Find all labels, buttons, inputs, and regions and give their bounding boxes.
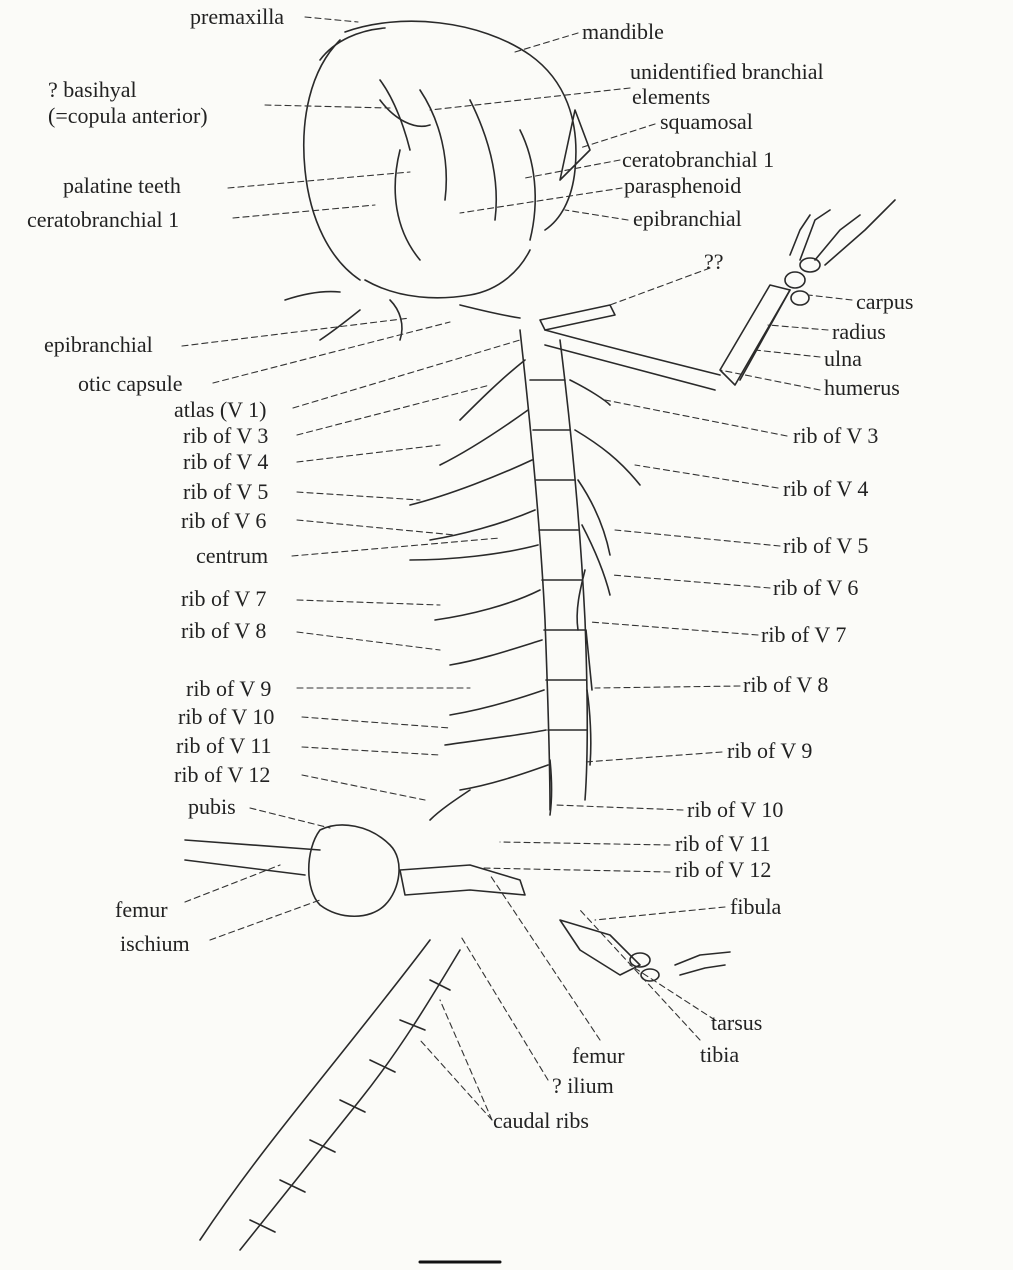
label-premaxilla: premaxilla — [190, 4, 285, 29]
label-parasphenoid: parasphenoid — [624, 173, 742, 198]
label-ilium: ? ilium — [552, 1073, 614, 1098]
label-left-rib-v8: rib of V 8 — [181, 618, 267, 643]
label-fibula: fibula — [730, 894, 782, 919]
label-left-rib-v9: rib of V 9 — [186, 676, 272, 701]
label-unknown: ?? — [704, 249, 724, 274]
label-mandible: mandible — [582, 19, 664, 44]
label-centrum: centrum — [196, 543, 269, 568]
label-left-rib-v11: rib of V 11 — [176, 733, 272, 758]
label-ceratobranchial-right: ceratobranchial 1 — [622, 147, 775, 172]
label-right-rib-v3: rib of V 3 — [793, 423, 879, 448]
label-left-rib-v10: rib of V 10 — [178, 704, 275, 729]
label-pubis: pubis — [188, 794, 236, 819]
label-tarsus: tarsus — [711, 1010, 763, 1035]
label-femur-left: femur — [115, 897, 168, 922]
pelvis-hindlimbs — [184, 824, 731, 982]
label-branchial-elements: elements — [632, 84, 711, 109]
label-epibranchial-left: epibranchial — [44, 332, 153, 357]
label-right-rib-v12: rib of V 12 — [675, 857, 772, 882]
label-left-rib-v12: rib of V 12 — [174, 762, 271, 787]
label-right-rib-v7: rib of V 7 — [761, 622, 847, 647]
label-copula-anterior: (=copula anterior) — [48, 103, 208, 128]
label-right-rib-v11: rib of V 11 — [675, 831, 771, 856]
vertebral-column — [519, 329, 589, 811]
skull-outline — [302, 20, 591, 299]
label-unidentified-branchial: unidentified branchial — [630, 59, 824, 84]
label-left-rib-v6: rib of V 6 — [181, 508, 267, 533]
label-caudal-ribs: caudal ribs — [493, 1108, 589, 1133]
label-left-rib-v5: rib of V 5 — [183, 479, 269, 504]
label-ischium: ischium — [120, 931, 190, 956]
label-left-rib-v3: rib of V 3 — [183, 423, 269, 448]
label-palatine-teeth: palatine teeth — [63, 173, 181, 198]
neck-region — [284, 290, 521, 341]
forelimb — [539, 199, 896, 391]
label-right-rib-v9: rib of V 9 — [727, 738, 813, 763]
label-tibia: tibia — [700, 1042, 740, 1067]
label-humerus: humerus — [824, 375, 900, 400]
label-basihyal: ? basihyal — [48, 77, 137, 102]
leader-lines — [181, 16, 853, 1121]
label-right-rib-v10: rib of V 10 — [687, 797, 784, 822]
label-squamosal: squamosal — [660, 109, 753, 134]
label-epibranchial-right: epibranchial — [633, 206, 742, 231]
left-ribs — [409, 359, 549, 821]
label-right-rib-v8: rib of V 8 — [743, 672, 829, 697]
label-right-rib-v6: rib of V 6 — [773, 575, 859, 600]
label-radius: radius — [832, 319, 886, 344]
right-ribs — [549, 379, 641, 816]
label-right-rib-v5: rib of V 5 — [783, 533, 869, 558]
label-femur-bottom: femur — [572, 1043, 625, 1068]
label-ceratobranchial-left: ceratobranchial 1 — [27, 207, 180, 232]
label-left-rib-v7: rib of V 7 — [181, 586, 267, 611]
label-ulna: ulna — [824, 346, 862, 371]
label-left-rib-v4: rib of V 4 — [183, 449, 269, 474]
tail — [199, 939, 461, 1251]
label-otic-capsule: otic capsule — [78, 371, 183, 396]
label-atlas: atlas (V 1) — [174, 397, 267, 422]
label-right-rib-v4: rib of V 4 — [783, 476, 869, 501]
label-carpus: carpus — [856, 289, 914, 314]
